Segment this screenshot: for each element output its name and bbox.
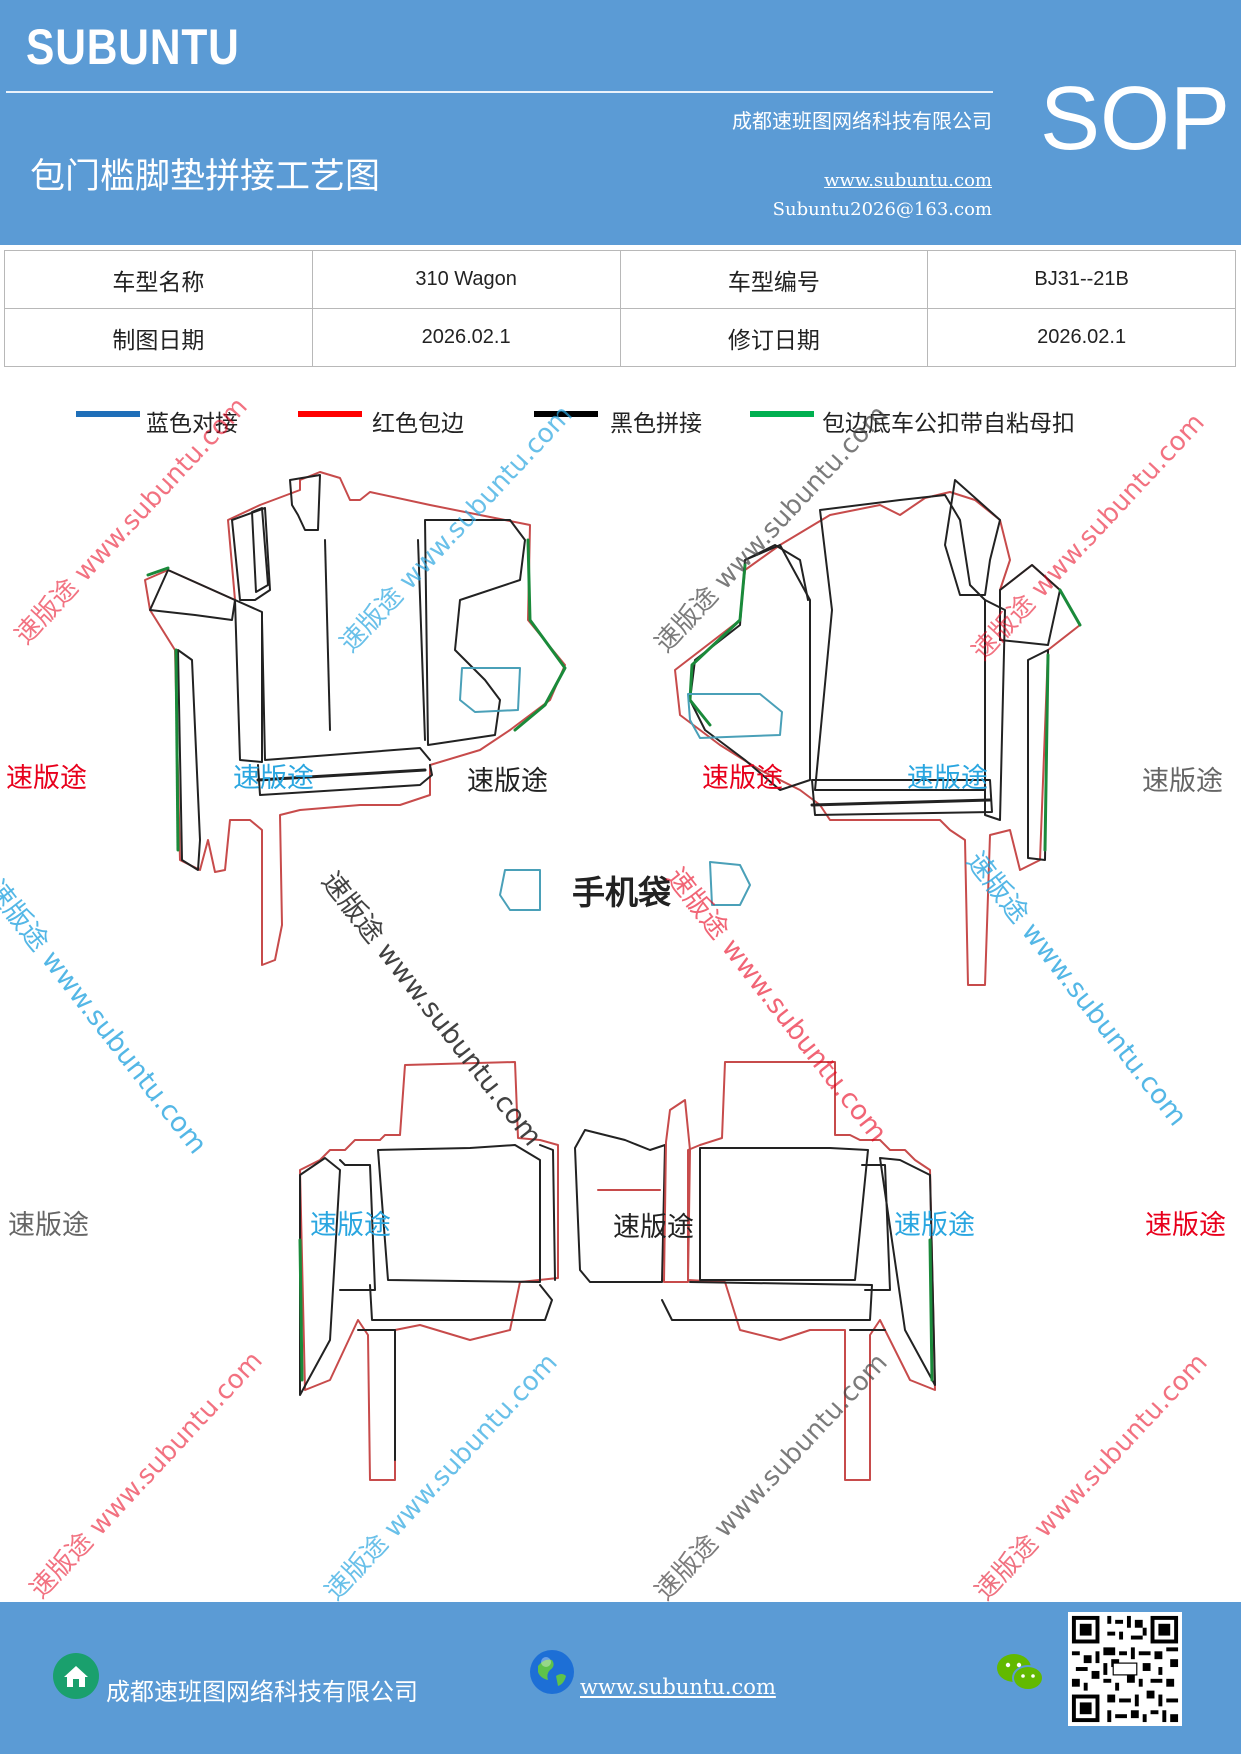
phone-bag-right: [709, 861, 751, 906]
email-address[interactable]: Subuntu2026@163.com: [772, 199, 992, 220]
watermark-word: 速版途: [907, 763, 988, 794]
model-name-label: 车型名称: [4, 250, 313, 309]
qr-code: [1068, 1612, 1182, 1726]
model-code-value: BJ31--21B: [927, 250, 1236, 309]
mat-rear-center: [574, 1099, 691, 1283]
footer-company: 成都速班图网络科技有限公司: [106, 1678, 418, 1706]
watermark-word: 速版途: [613, 1212, 694, 1243]
model-code-label: 车型编号: [619, 250, 929, 309]
logo-text: SUBUNTU: [26, 19, 240, 75]
company-name: 成都速班图网络科技有限公司: [732, 109, 992, 133]
mat-drawing: [144, 471, 1082, 1481]
revise-date-label: 修订日期: [619, 308, 929, 367]
mat-rear-right: [661, 1061, 936, 1481]
draw-date-value: 2026.02.1: [311, 308, 621, 367]
page-title: 包门槛脚垫拼接工艺图: [30, 157, 381, 197]
watermark-word: 速版途: [6, 763, 87, 794]
watermark-word: 速版途: [1142, 766, 1223, 797]
wechat-icon: [997, 1654, 1044, 1691]
globe-icon: [530, 1650, 574, 1694]
legend-label-blue: 蓝色对接: [146, 411, 238, 437]
watermark-word: 速版途: [702, 763, 783, 794]
phone-bag-left: [499, 869, 541, 911]
watermark-word: 速版途: [8, 1210, 89, 1241]
legend-swatch-black: [534, 411, 598, 417]
footer-website[interactable]: www.subuntu.com: [580, 1675, 776, 1699]
table-row: 制图日期 2026.02.1 修订日期 2026.02.1: [4, 308, 1236, 367]
legend-swatch-red: [298, 411, 362, 417]
model-name-value: 310 Wagon: [311, 250, 621, 309]
watermark-word: 速版途: [1145, 1210, 1226, 1241]
revise-date-value: 2026.02.1: [927, 308, 1236, 367]
watermark-word: 速版途: [467, 766, 548, 797]
watermark-word: 速版途: [233, 763, 314, 794]
phone-bag-label: 手机袋: [572, 873, 671, 912]
sop-badge: SOP: [1040, 69, 1231, 169]
legend-label-red: 红色包边: [372, 411, 464, 437]
legend-label-black: 黑色拼接: [610, 411, 702, 437]
legend-swatch-green: [750, 411, 814, 417]
mat-front-right: [674, 479, 1082, 986]
website-link[interactable]: www.subuntu.com: [824, 170, 992, 191]
info-table: 车型名称 310 Wagon 车型编号 BJ31--21B 制图日期 2026.…: [4, 250, 1236, 367]
legend-label-green: 包边底车公扣带自粘母扣: [822, 411, 1075, 437]
header-divider: [6, 91, 993, 93]
mat-rear-left: [298, 1061, 559, 1481]
legend-swatch-blue: [76, 411, 140, 417]
draw-date-label: 制图日期: [4, 308, 313, 367]
table-row: 车型名称 310 Wagon 车型编号 BJ31--21B: [4, 250, 1236, 309]
watermark-word: 速版途: [310, 1210, 391, 1241]
mat-front-left: [144, 471, 567, 966]
header-banner: [0, 0, 1241, 245]
watermark-word: 速版途: [894, 1210, 975, 1241]
house-icon: [53, 1653, 99, 1699]
